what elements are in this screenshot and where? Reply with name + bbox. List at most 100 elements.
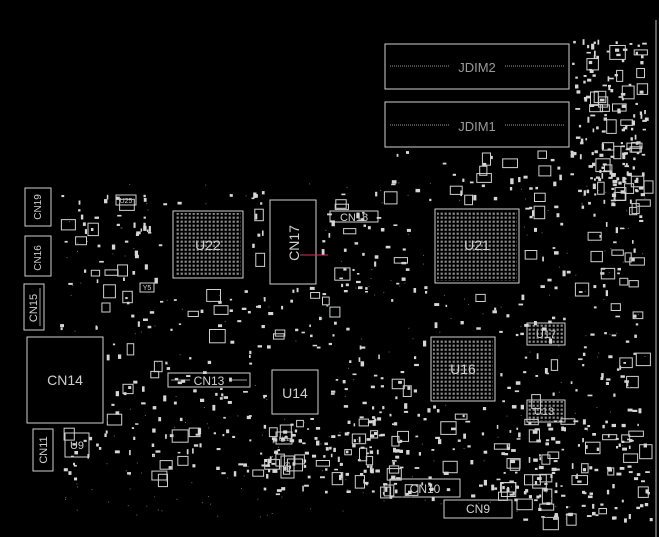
- smd-part: [509, 493, 515, 496]
- connector-cn16[interactable]: CN16: [24, 235, 52, 277]
- smd-part: [586, 515, 592, 517]
- smd-part: [610, 174, 616, 177]
- chip-u22[interactable]: U22: [172, 210, 244, 279]
- connector-cn17[interactable]: CN17: [269, 199, 328, 285]
- smd-part: [327, 213, 332, 216]
- smd-part: [380, 433, 385, 437]
- smd-part: [588, 60, 593, 65]
- smd-part: [619, 357, 633, 369]
- smd-part: [389, 413, 392, 417]
- smd-part: [621, 499, 624, 503]
- connector-cn9[interactable]: CN9: [443, 499, 513, 519]
- dimm-slot-jdim2[interactable]: JDIM2: [384, 43, 570, 90]
- smd-part: [612, 179, 618, 184]
- smd-part: [502, 158, 519, 169]
- via-dot: [210, 503, 212, 505]
- via-dot: [165, 480, 167, 482]
- via-dot: [121, 227, 123, 229]
- via-dot: [356, 438, 358, 440]
- connector-cn14[interactable]: CN14: [26, 336, 104, 424]
- smd-part: [252, 469, 265, 477]
- smd-part: [168, 466, 172, 469]
- chip-u21[interactable]: U21: [434, 208, 520, 284]
- smd-part: [579, 154, 582, 160]
- chip-u25[interactable]: U25: [115, 194, 137, 206]
- cn10-label: CN10: [410, 482, 441, 496]
- smd-part: [624, 181, 627, 183]
- dimm-slot-jdim1[interactable]: JDIM1: [384, 101, 570, 148]
- via-dot: [209, 301, 211, 303]
- smd-part: [637, 44, 640, 47]
- smd-part: [628, 83, 632, 87]
- smd-part: [578, 358, 583, 361]
- smd-part: [277, 449, 280, 452]
- via-dot: [80, 282, 82, 284]
- smd-part: [618, 181, 622, 185]
- connector-cn15[interactable]: CN15: [23, 283, 45, 331]
- chip-u17[interactable]: U17: [526, 322, 566, 346]
- smd-part: [512, 492, 515, 496]
- smd-part: [146, 229, 149, 232]
- smd-part: [627, 465, 632, 468]
- smd-part: [238, 463, 244, 466]
- u16-label: U16: [450, 361, 476, 377]
- smd-part: [518, 303, 524, 306]
- smd-part: [575, 476, 578, 479]
- smd-part: [435, 436, 441, 439]
- chip-u16[interactable]: U16: [430, 336, 496, 402]
- connector-cn10[interactable]: CN10: [389, 478, 461, 498]
- smd-part: [535, 186, 538, 190]
- smd-part: [334, 468, 338, 471]
- chip-u29[interactable]: U29: [280, 455, 295, 479]
- via-dot: [273, 458, 275, 459]
- smd-part: [221, 393, 224, 397]
- smd-part: [366, 465, 370, 468]
- smd-part: [140, 228, 143, 232]
- via-dot: [133, 248, 135, 249]
- smd-part: [151, 443, 155, 447]
- smd-part: [222, 434, 225, 437]
- connector-cn11[interactable]: CN11: [32, 428, 54, 472]
- smd-part: [154, 277, 158, 284]
- smd-part: [629, 146, 642, 153]
- smd-part: [523, 175, 528, 179]
- smd-part: [633, 49, 648, 56]
- crystal-y5[interactable]: Y5: [139, 282, 155, 293]
- connector-cn19[interactable]: CN19: [24, 187, 52, 227]
- smd-part: [566, 506, 569, 509]
- smd-part: [550, 359, 559, 371]
- smd-part: [583, 346, 587, 349]
- smd-part: [391, 183, 396, 186]
- smd-part: [90, 269, 101, 277]
- connector-cn18[interactable]: CN18: [329, 210, 379, 224]
- chip-u9[interactable]: U9: [64, 432, 90, 458]
- smd-part: [64, 240, 68, 243]
- smd-part: [588, 68, 592, 71]
- smd-part: [147, 325, 152, 329]
- smd-part: [493, 196, 498, 201]
- smd-part: [536, 353, 539, 360]
- smd-part: [405, 268, 410, 271]
- smd-part: [331, 390, 336, 393]
- smd-part: [593, 285, 597, 289]
- smd-part: [358, 286, 363, 290]
- chip-u13[interactable]: U13: [526, 399, 566, 423]
- smd-part: [587, 116, 590, 123]
- chip-u14[interactable]: U14: [271, 369, 319, 415]
- via-dot: [120, 227, 122, 229]
- smd-part: [267, 345, 271, 349]
- smd-part: [576, 90, 581, 94]
- smd-part: [136, 231, 141, 235]
- via-dot: [208, 496, 210, 498]
- via-dot: [254, 385, 256, 386]
- via-dot: [433, 460, 435, 462]
- smd-part: [133, 436, 136, 440]
- via-dot: [616, 332, 618, 334]
- connector-cn13[interactable]: CN13: [167, 372, 251, 388]
- smd-part: [575, 84, 579, 89]
- smd-part: [144, 264, 148, 270]
- smd-part: [600, 377, 604, 380]
- smd-part: [613, 393, 616, 397]
- smd-part: [328, 342, 332, 346]
- smd-part: [424, 286, 428, 290]
